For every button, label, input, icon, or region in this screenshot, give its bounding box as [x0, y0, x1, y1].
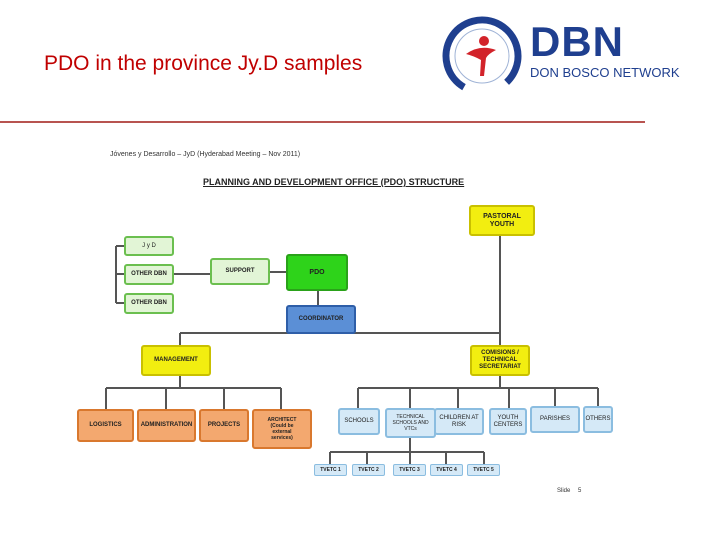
box-projects: PROJECTS [199, 409, 249, 442]
box-children-at-risk: CHILDREN AT RISK [434, 408, 484, 435]
box-pdo: PDO [286, 254, 348, 291]
title-divider [0, 121, 645, 123]
slide-number: 5 [578, 488, 582, 494]
box-tvetc-4: TVETC 4 [430, 464, 463, 476]
box-tvetc-3: TVETC 3 [393, 464, 426, 476]
box-pastoral-youth: PASTORAL YOUTH [469, 205, 535, 236]
dbn-logo-emblem [442, 16, 522, 96]
box-tvetc-1: TVETC 1 [314, 464, 347, 476]
logo-name: DBN [530, 18, 624, 65]
box-architect: ARCHITECT (Could be external services) [252, 409, 312, 449]
box-support: SUPPORT [210, 258, 270, 285]
diagram-caption: Jóvenes y Desarrollo – JyD (Hyderabad Me… [110, 151, 301, 158]
logo-subtitle: DON BOSCO NETWORK [530, 65, 680, 80]
box-commissions: COMISIONS / TECHNICAL SECRETARIAT [470, 345, 530, 376]
box-management: MANAGEMENT [141, 345, 211, 376]
page-title: PDO in the province Jy.D samples [44, 52, 363, 75]
box-jyd: J y D [124, 236, 174, 256]
slide-number-label: Slide 5 [557, 488, 581, 494]
box-tvetc-2: TVETC 2 [352, 464, 385, 476]
box-other-dbn-2: OTHER DBN [124, 293, 174, 314]
box-technical-schools: TECHNICAL SCHOOLS AND VTCs [385, 408, 436, 438]
box-logistics: LOGISTICS [77, 409, 134, 442]
box-administration: ADMINISTRATION [137, 409, 196, 442]
box-schools: SCHOOLS [338, 408, 380, 435]
box-youth-centers: YOUTH CENTERS [489, 408, 527, 435]
dbn-logo-text: DBN DON BOSCO NETWORK [530, 20, 680, 80]
box-other-dbn-1: OTHER DBN [124, 264, 174, 285]
box-coordinator: COORDINATOR [286, 305, 356, 334]
box-tvetc-5: TVETC 5 [467, 464, 500, 476]
diagram-title: PLANNING AND DEVELOPMENT OFFICE (PDO) ST… [203, 177, 465, 187]
box-parishes: PARISHES [530, 406, 580, 433]
box-others: OTHERS [583, 406, 613, 433]
slide-label: Slide [557, 488, 571, 494]
